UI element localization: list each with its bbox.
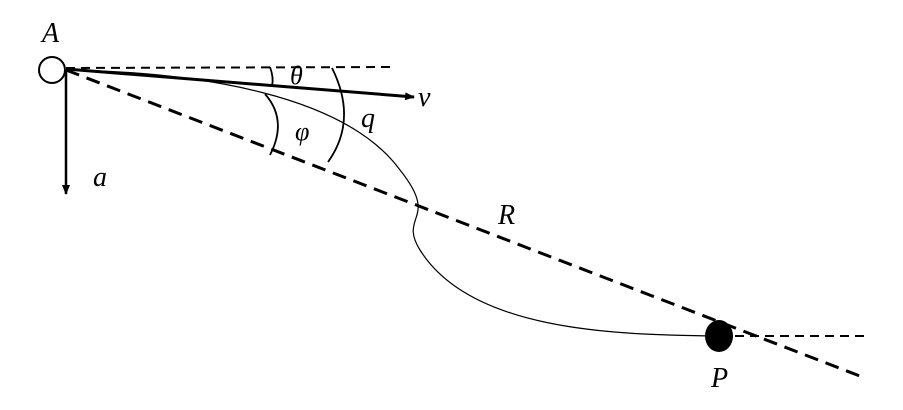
trajectory-curve xyxy=(65,69,719,337)
label-v: v xyxy=(418,82,431,113)
label-q: q xyxy=(361,103,375,134)
label-p: P xyxy=(710,363,728,394)
line-of-sight-a-to-p xyxy=(65,68,866,380)
angle-theta-arc xyxy=(269,66,274,87)
horizontal-reference-line xyxy=(65,66,393,69)
point-p-marker xyxy=(705,320,733,352)
angle-phi-arc xyxy=(264,93,279,156)
point-a-marker xyxy=(38,56,66,84)
label-phi: φ xyxy=(295,117,309,146)
label-acceleration: a xyxy=(93,162,107,193)
label-a: A xyxy=(40,18,60,49)
label-theta: θ xyxy=(290,61,303,90)
label-r: R xyxy=(497,200,515,231)
velocity-vector xyxy=(65,67,415,101)
angle-q-arc xyxy=(327,67,345,163)
